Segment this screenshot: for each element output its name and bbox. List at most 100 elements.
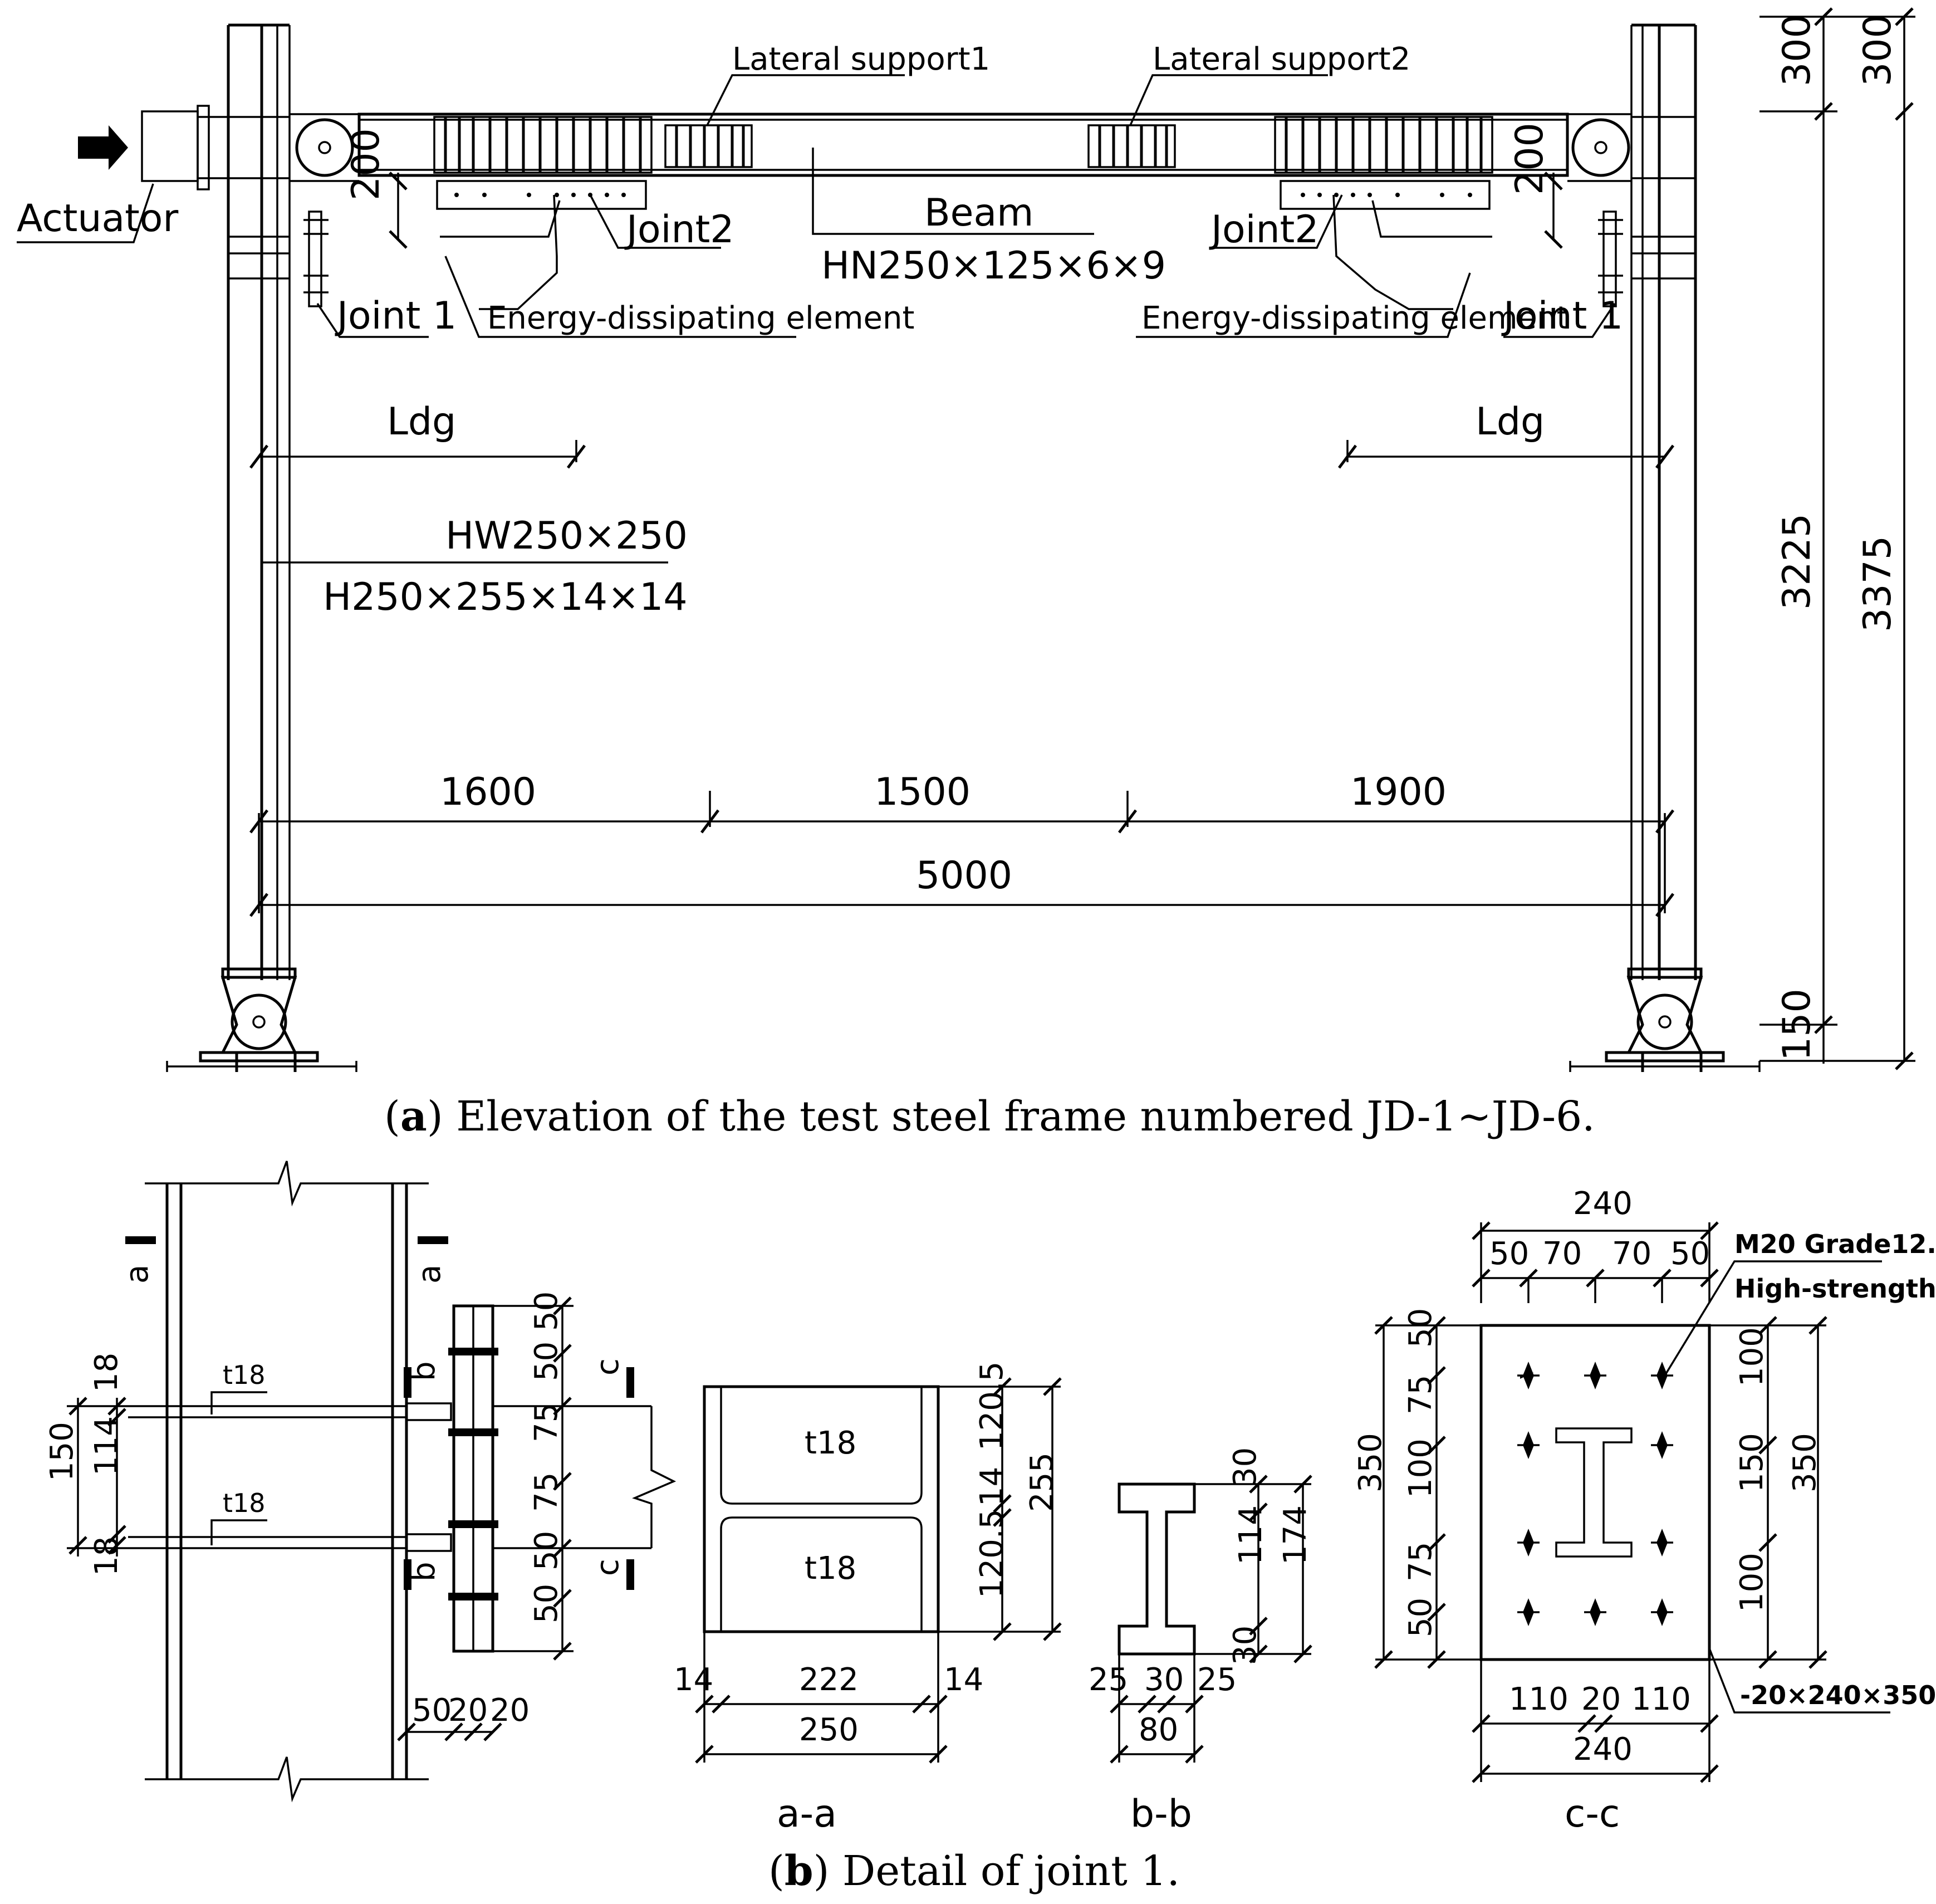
- plate-dim-75-a: 75: [528, 1403, 565, 1442]
- dim-150: 150: [44, 1422, 80, 1481]
- section-cc-350-left: 350: [1352, 1433, 1389, 1492]
- section-mark-c-top: c: [590, 1358, 626, 1376]
- beam-section-label: HN250×125×6×9: [821, 244, 1166, 288]
- section-aa-250: 250: [799, 1712, 859, 1748]
- height-3375-dim: 3375: [1856, 536, 1900, 632]
- section-aa-14-web: 14: [974, 1467, 1010, 1506]
- section-bb-30-bottom: 30: [1227, 1626, 1263, 1665]
- caption-a-letter: a: [400, 1093, 427, 1141]
- caption-b-letter: b: [785, 1847, 813, 1895]
- section-cc-70-a: 70: [1542, 1236, 1582, 1272]
- left-ldg-label: Ldg: [387, 400, 456, 444]
- section-bb-30-web: 30: [1144, 1662, 1184, 1698]
- span-5000-dim: 5000: [916, 854, 1012, 898]
- span-dimensions: 1600 1500 1900 5000: [249, 770, 1674, 917]
- view-title-bb: b-b: [1130, 1792, 1192, 1836]
- section-aa-stiffener-top: t18: [805, 1425, 856, 1461]
- left-joint1-label: Joint 1: [335, 294, 457, 338]
- height-dimensions: 300 300 3225 3375 150: [1759, 7, 1915, 1070]
- plate-dim-50-d: 50: [528, 1584, 565, 1623]
- section-cc-110-right: 110: [1631, 1681, 1691, 1717]
- height-300a-dim: 300: [1775, 14, 1819, 86]
- section-cc-100-left: 100: [1403, 1438, 1439, 1498]
- section-aa-14-left: 14: [674, 1662, 713, 1698]
- dim-20-b: 20: [490, 1692, 530, 1729]
- right-ldg-label: Ldg: [1476, 400, 1545, 444]
- left-energy-label: Energy-dissipating element: [487, 300, 914, 336]
- left-base: [166, 967, 357, 1072]
- section-bb-30-top: 30: [1227, 1447, 1263, 1487]
- section-cc-100-right-b: 100: [1734, 1553, 1770, 1612]
- caption-b: (b) Detail of joint 1.: [768, 1847, 1180, 1895]
- section-mark-a-right: a: [411, 1265, 448, 1284]
- right-200-dim: 200: [1508, 123, 1552, 195]
- stiffener-label-bottom: t18: [223, 1488, 266, 1518]
- section-b-b: 30 114 30 174 25 30 25 80: [1089, 1447, 1313, 1764]
- section-a-a: t18 t18 120.5 14 120.5 255: [674, 1362, 1062, 1764]
- beam: [290, 112, 1631, 182]
- section-cc-100-right-a: 100: [1734, 1327, 1770, 1387]
- right-energy-zone: [1274, 116, 1493, 210]
- section-cc-50-left-b: 50: [1403, 1598, 1439, 1637]
- stiffener-label-top: t18: [223, 1360, 266, 1390]
- left-energy-zone: [433, 116, 653, 210]
- dim-50-horizontal: 50: [412, 1692, 452, 1729]
- bolt-note-1: M20 Grade12.9: [1734, 1229, 1936, 1259]
- section-aa-222: 222: [799, 1662, 859, 1698]
- section-cc-240-top: 240: [1573, 1186, 1633, 1222]
- actuator-label: Actuator: [17, 197, 178, 241]
- plate-note: -20×240×350: [1740, 1680, 1936, 1710]
- right-beam-pin: [1571, 118, 1630, 177]
- left-cover-plate: [436, 180, 647, 210]
- dim-18-top: 18: [89, 1353, 125, 1392]
- lateral-support-1: [664, 124, 753, 168]
- left-beam-pin: [295, 118, 354, 177]
- section-cc-150-right: 150: [1734, 1433, 1770, 1492]
- right-joint1-plate: [1598, 211, 1623, 307]
- section-aa-120-5-bottom: 120.5: [974, 1509, 1010, 1598]
- section-cc-50-a: 50: [1489, 1236, 1529, 1272]
- plate-dim-50-b: 50: [528, 1342, 565, 1381]
- section-aa-14-right: 14: [944, 1662, 983, 1698]
- section-bb-25-right: 25: [1197, 1662, 1237, 1698]
- section-mark-b-bottom: b: [406, 1562, 442, 1582]
- dim-114: 114: [89, 1416, 125, 1476]
- lateral-support-1-label: Lateral support1: [732, 41, 990, 77]
- section-cc-50-b: 50: [1670, 1236, 1710, 1272]
- left-200-dim: 200: [344, 128, 388, 200]
- span-1500-dim: 1500: [874, 770, 971, 814]
- plate-dim-50-c: 50: [528, 1531, 565, 1570]
- right-base: [1569, 967, 1761, 1072]
- section-bb-80: 80: [1139, 1712, 1178, 1748]
- actuator-arrow-icon: [78, 125, 128, 170]
- actuator: Actuator: [17, 105, 228, 243]
- height-300b-dim: 300: [1856, 14, 1900, 86]
- joint-column-elevation: t18 t18 a a 18 114 18 150: [44, 1161, 448, 1803]
- beam-label: Beam: [924, 191, 1033, 235]
- column-section-1-label: HW250×250: [445, 514, 688, 558]
- right-joint2-label: Joint2: [1209, 208, 1319, 252]
- right-joint1-label: Joint 1: [1501, 294, 1623, 338]
- view-title-aa: a-a: [777, 1792, 837, 1836]
- section-mark-b-top: b: [406, 1361, 442, 1381]
- right-cover-plate: [1280, 180, 1491, 210]
- caption-a-text: Elevation of the test steel frame number…: [443, 1093, 1595, 1141]
- section-bb-174: 174: [1277, 1505, 1313, 1565]
- column-section-2-label: H250×255×14×14: [323, 575, 688, 619]
- section-cc-350-right: 350: [1787, 1433, 1823, 1492]
- bolt-pattern: [1517, 1362, 1673, 1626]
- lateral-support-2: [1087, 124, 1176, 168]
- section-cc-75-left-a: 75: [1403, 1375, 1439, 1414]
- right-energy-label: Energy-dissipating element: [1141, 300, 1569, 336]
- caption-b-text: Detail of joint 1.: [830, 1847, 1180, 1895]
- right-column: [1630, 23, 1697, 980]
- height-3225-dim: 3225: [1775, 513, 1819, 610]
- span-1900-dim: 1900: [1350, 770, 1447, 814]
- bolt-note-2: High-strength bolts: [1734, 1274, 1936, 1304]
- section-aa-120-5-top: 120.5: [974, 1362, 1010, 1451]
- section-bb-25-left: 25: [1089, 1662, 1128, 1698]
- height-150-dim: 150: [1775, 988, 1819, 1061]
- section-cc-70-b: 70: [1612, 1236, 1651, 1272]
- left-joint1-plate: [303, 211, 329, 307]
